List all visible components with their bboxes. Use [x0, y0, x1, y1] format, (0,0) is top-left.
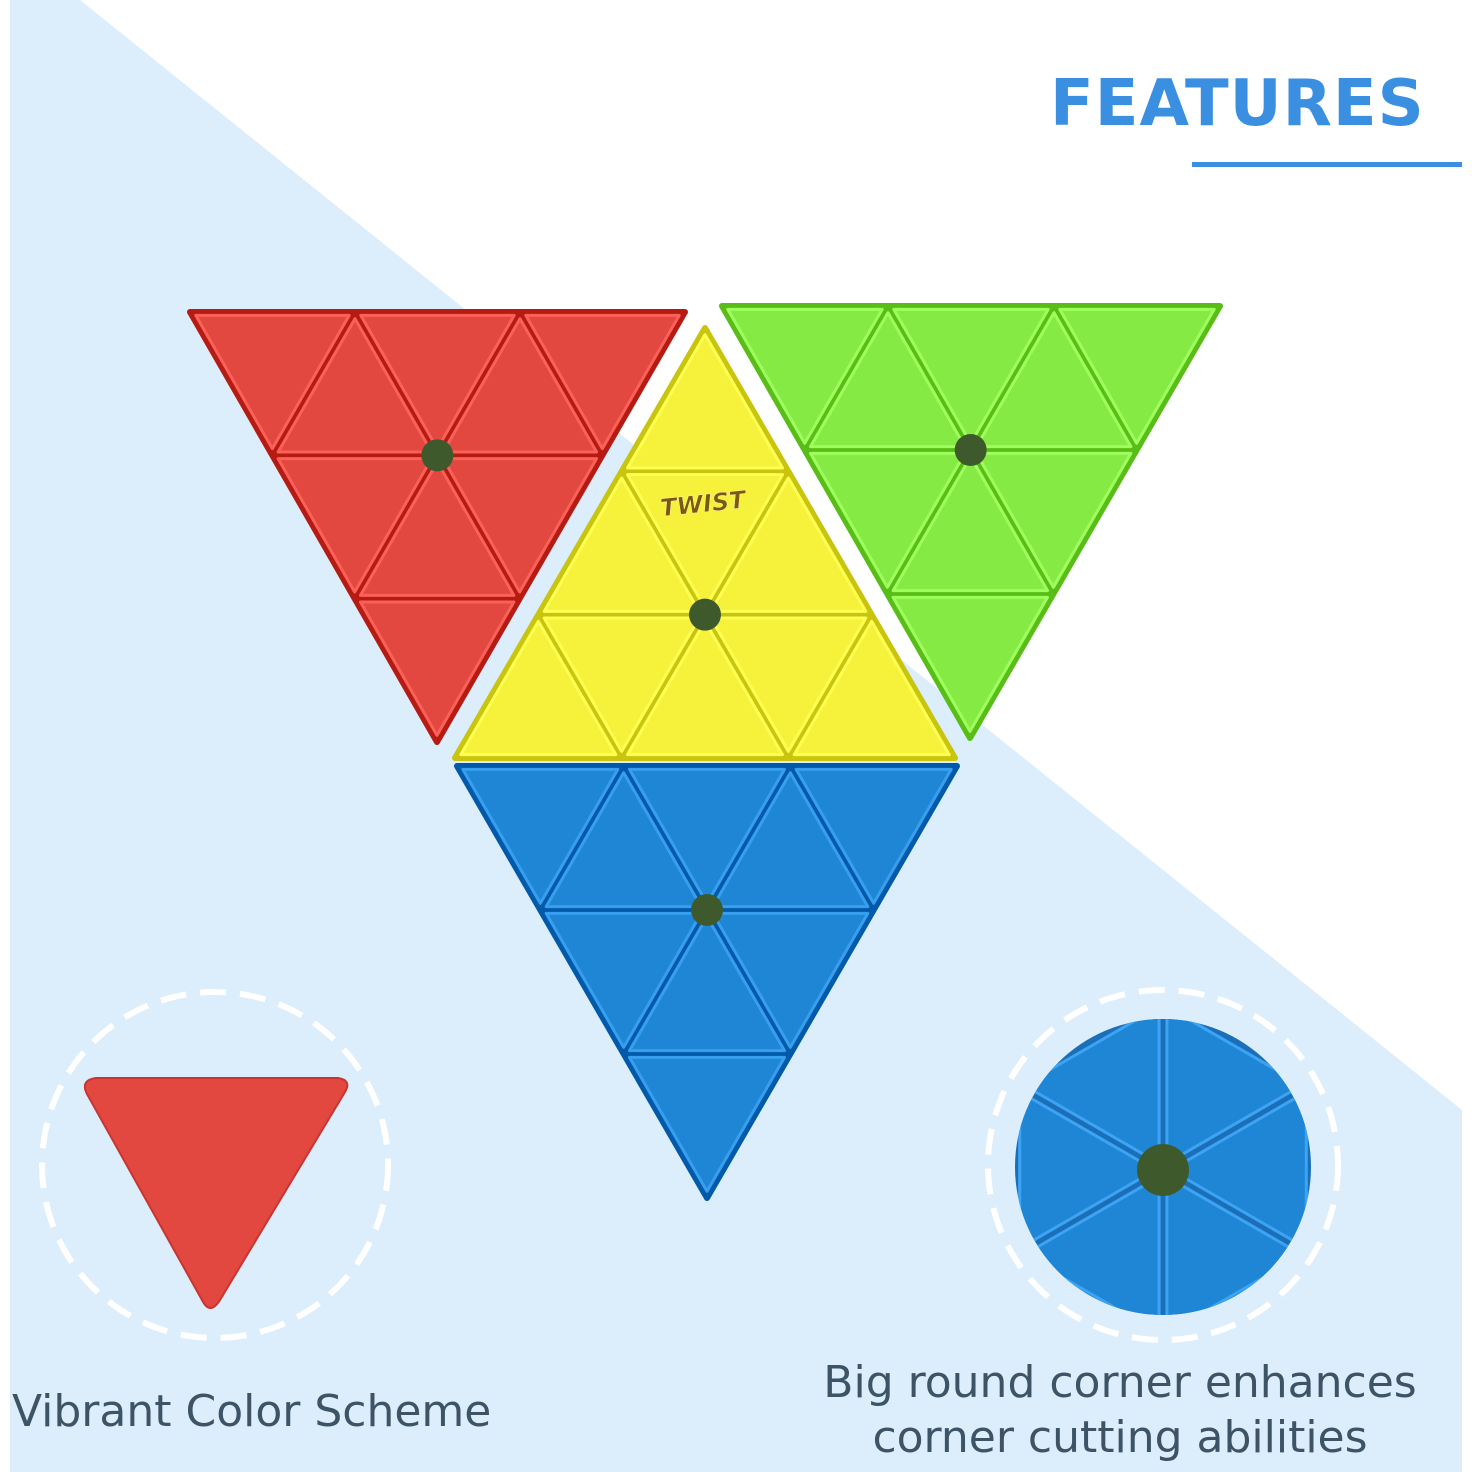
yellow-sticker — [626, 473, 784, 610]
blue-sticker — [711, 911, 870, 1049]
yellow-sticker — [459, 619, 618, 757]
green-sticker — [974, 451, 1133, 589]
green-sticker — [892, 307, 1050, 445]
blue-sticker — [544, 771, 703, 909]
red-core — [421, 439, 454, 472]
green-sticker — [808, 311, 967, 449]
corner-detail-magnified — [1015, 1019, 1311, 1315]
yellow-sticker — [792, 619, 951, 757]
round-corner-callout-line-1: Big round corner enhances — [823, 1357, 1417, 1408]
green-sticker — [891, 455, 1050, 593]
magnified-blue-sticker — [1022, 1019, 1161, 1165]
magnified-blue-sticker — [1018, 1090, 1157, 1250]
red-sticker — [358, 600, 516, 737]
green-sticker — [808, 451, 967, 589]
green-sticker — [891, 595, 1050, 733]
blue-sticker — [794, 767, 953, 905]
red-sticker — [194, 313, 351, 451]
yellow-sticker — [542, 476, 701, 613]
blue-sticker — [461, 767, 620, 905]
red-sticker — [441, 317, 599, 454]
vibrant-color-callout: Vibrant Color Scheme — [12, 1386, 492, 1437]
magnified-blue-sticker — [1022, 1175, 1161, 1315]
magnified-blue-sticker — [1165, 1175, 1304, 1315]
magnified-core — [1137, 1144, 1189, 1196]
yellow-core — [689, 598, 721, 631]
left-callout-ring — [39, 989, 391, 1341]
red-piece-detail — [83, 1077, 349, 1309]
puzzle-faces — [187, 303, 1223, 1201]
blue-sticker — [628, 1055, 786, 1193]
magnified-blue-sticker — [1169, 1090, 1308, 1250]
features-heading: FEATURES — [1050, 67, 1425, 141]
red-sticker — [358, 460, 516, 597]
round-corner-callout-line-2: corner cutting abilities — [872, 1412, 1368, 1463]
blue-sticker — [628, 767, 786, 905]
round-corner-callout: Big round corner enhances corner cutting… — [800, 1355, 1440, 1465]
blue-sticker — [544, 911, 703, 1049]
red-sticker — [276, 457, 434, 594]
red-sticker — [359, 313, 516, 451]
green-sticker — [974, 311, 1133, 449]
yellow-sticker — [709, 476, 868, 613]
red-sticker — [524, 313, 681, 451]
yellow-sticker — [542, 616, 701, 753]
green-sticker — [1058, 307, 1216, 445]
yellow-sticker — [626, 619, 784, 757]
red-sticker — [441, 457, 599, 594]
right-callout-ring — [985, 987, 1341, 1343]
red-sticker — [276, 317, 434, 454]
yellow-sticker — [709, 616, 868, 753]
green-face — [719, 303, 1223, 741]
blue-face — [454, 763, 960, 1201]
blue-core — [691, 894, 723, 926]
blue-sticker — [628, 915, 786, 1053]
heading-underline — [1192, 162, 1462, 167]
green-core — [954, 434, 987, 466]
green-sticker — [726, 307, 884, 445]
yellow-face — [452, 325, 958, 761]
blue-sticker — [711, 771, 870, 909]
magnified-blue-sticker — [1165, 1019, 1304, 1165]
red-face — [187, 309, 688, 745]
yellow-sticker — [626, 333, 784, 470]
